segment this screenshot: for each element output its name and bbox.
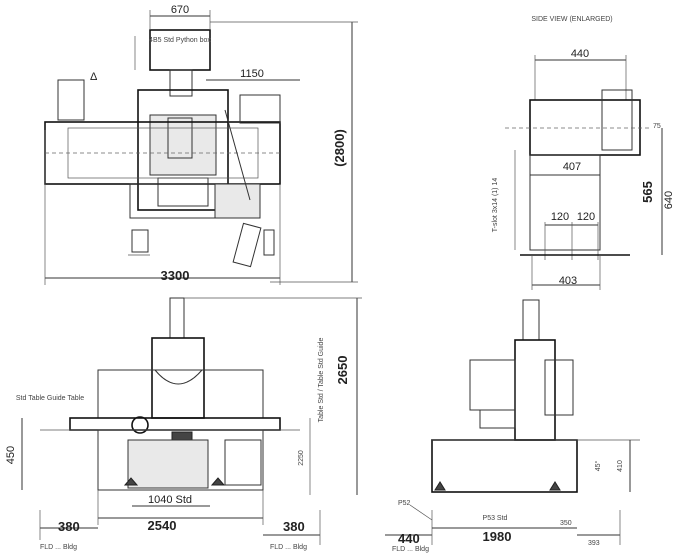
control-box-label: 4B5 Std Python box: [149, 37, 211, 44]
mid-width-label: 407: [563, 161, 581, 173]
side-base-label: 1980: [483, 529, 512, 544]
p53-label: P53 Std: [483, 515, 508, 522]
side-angle-label: 45°: [594, 461, 602, 472]
foot-width-label: 350: [560, 520, 572, 527]
base-width-label: 403: [559, 275, 577, 287]
left-offset-label: 380: [58, 519, 80, 534]
left-height-label: 450: [5, 446, 17, 464]
height-label: 565: [640, 181, 655, 203]
front-view: Std Table Guide Table 450 1040 Std 2540 …: [5, 297, 362, 551]
vertical-note: T-slot 3x14 (1) 14: [492, 178, 499, 233]
foot-right-note: FLD ... Bldg: [270, 544, 307, 551]
side-view-header: SIDE VIEW (ENLARGED): [531, 16, 612, 23]
height-b-label: 640: [663, 191, 675, 209]
saddle-body: [137, 89, 229, 211]
foot-left-note: FLD ... Bldg: [40, 544, 77, 551]
table-length-label: 1040 Std: [148, 494, 192, 506]
slot-a-label: 120: [551, 211, 569, 223]
side-height-label: 410: [617, 460, 624, 472]
head-housing: [529, 99, 641, 156]
side-foot-note: FLD ... Bldg: [392, 546, 429, 553]
top-view: 4B5 Std Python box 670 Δ 1150: [44, 4, 358, 285]
marker-symbol: Δ: [90, 71, 98, 83]
small-dimension-label: 75: [653, 123, 661, 130]
panel-width-label: 670: [171, 4, 189, 16]
side-left-label: 440: [398, 531, 420, 546]
vertical-label: Table Std / Table Std Guide: [318, 338, 325, 423]
total-height-label: 2650: [335, 356, 350, 385]
front-table: [69, 417, 281, 431]
p52-label: P52: [398, 500, 411, 507]
left-note: Std Table Guide Table: [16, 395, 84, 402]
overall-depth-label: (2800): [332, 129, 347, 167]
column: [151, 337, 205, 419]
upper-housing: [97, 369, 264, 419]
control-box: [149, 29, 211, 71]
slot-b-label: 120: [577, 211, 595, 223]
side-right-label: 393: [588, 540, 600, 547]
side-view: 410 45° P52 P53 Std 350 440 FLD ... Bldg…: [385, 299, 640, 553]
top-width-label: 440: [571, 48, 589, 60]
side-column: [514, 339, 556, 441]
arm-label: 1150: [240, 68, 264, 80]
overall-width-label: 3300: [161, 268, 190, 283]
side-view-enlarged: SIDE VIEW (ENLARGED) 440 75 407 T-slot 3…: [492, 16, 675, 290]
height-b-label: 2250: [298, 450, 305, 466]
right-offset-label: 380: [283, 519, 305, 534]
base-width-label: 2540: [148, 518, 177, 533]
